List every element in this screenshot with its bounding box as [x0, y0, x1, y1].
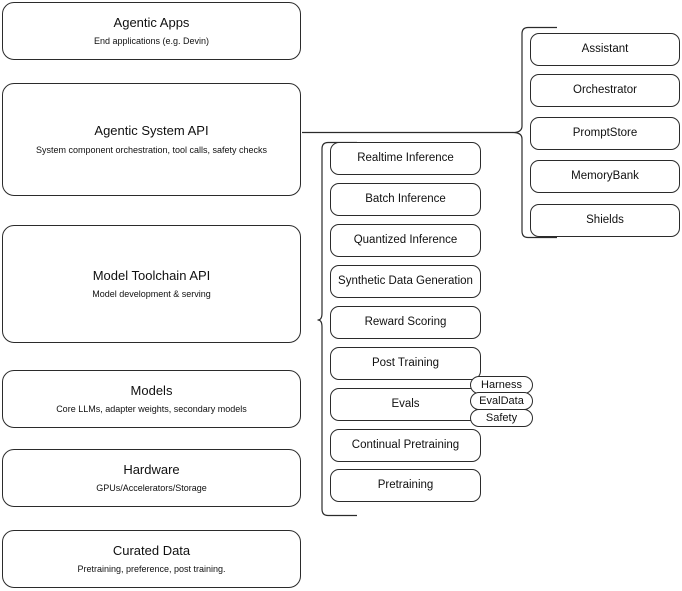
layer-box-agentic-apps[interactable]: Agentic Apps End applications (e.g. Devi…: [2, 2, 301, 60]
component-box-assistant[interactable]: Assistant: [530, 33, 680, 66]
layer-title: Agentic Apps: [113, 14, 190, 30]
component-label: Assistant: [581, 43, 629, 56]
component-box-shields[interactable]: Shields: [530, 204, 680, 237]
layer-subtitle: System component orchestration, tool cal…: [35, 144, 268, 155]
layer-box-model-toolchain-api[interactable]: Model Toolchain API Model development & …: [2, 225, 301, 343]
capability-box-quantized-inference[interactable]: Quantized Inference: [330, 224, 481, 257]
capability-label: Reward Scoring: [364, 316, 447, 329]
capability-label: Post Training: [371, 357, 440, 370]
layer-subtitle: Pretraining, preference, post training.: [77, 564, 226, 574]
component-box-promptstore[interactable]: PromptStore: [530, 117, 680, 150]
capability-label: Realtime Inference: [357, 152, 454, 165]
layer-subtitle: Core LLMs, adapter weights, secondary mo…: [56, 404, 247, 414]
layer-title: Model Toolchain API: [92, 267, 211, 283]
layer-title: Hardware: [123, 461, 180, 477]
layer-subtitle: Model development & serving: [92, 289, 211, 299]
capability-box-pretraining[interactable]: Pretraining: [330, 469, 481, 502]
layer-box-models[interactable]: Models Core LLMs, adapter weights, secon…: [2, 370, 301, 428]
capability-box-evals[interactable]: Evals: [330, 388, 481, 421]
layer-box-hardware[interactable]: Hardware GPUs/Accelerators/Storage: [2, 449, 301, 507]
capability-label: Quantized Inference: [353, 234, 458, 247]
capability-box-synthetic-data-generation[interactable]: Synthetic Data Generation: [330, 265, 481, 298]
evals-pill-evaldata[interactable]: EvalData: [470, 392, 533, 410]
component-box-memorybank[interactable]: MemoryBank: [530, 160, 680, 193]
capability-label: Pretraining: [377, 479, 434, 492]
component-label: PromptStore: [572, 127, 638, 140]
capability-label: Batch Inference: [365, 193, 446, 206]
layer-title: Agentic System API: [94, 123, 209, 139]
layer-title: Models: [130, 382, 173, 398]
evals-pill-safety[interactable]: Safety: [470, 409, 533, 427]
capability-box-continual-pretraining[interactable]: Continual Pretraining: [330, 429, 481, 462]
capability-box-reward-scoring[interactable]: Reward Scoring: [330, 306, 481, 339]
capability-label: Continual Pretraining: [351, 439, 460, 452]
capability-box-batch-inference[interactable]: Batch Inference: [330, 183, 481, 216]
capability-label: Evals: [391, 398, 420, 411]
layer-box-agentic-system-api[interactable]: Agentic System API System component orch…: [2, 83, 301, 196]
layer-subtitle: GPUs/Accelerators/Storage: [96, 483, 207, 493]
layer-subtitle: End applications (e.g. Devin): [93, 36, 210, 46]
component-label: Orchestrator: [573, 84, 637, 97]
layer-box-curated-data[interactable]: Curated Data Pretraining, preference, po…: [2, 530, 301, 588]
capability-box-realtime-inference[interactable]: Realtime Inference: [330, 142, 481, 175]
component-label: MemoryBank: [571, 170, 639, 183]
component-label: Shields: [586, 214, 624, 227]
capability-box-post-training[interactable]: Post Training: [330, 347, 481, 380]
capability-label: Synthetic Data Generation: [338, 275, 473, 288]
layer-title: Curated Data: [112, 542, 191, 558]
component-box-orchestrator[interactable]: Orchestrator: [530, 74, 680, 107]
